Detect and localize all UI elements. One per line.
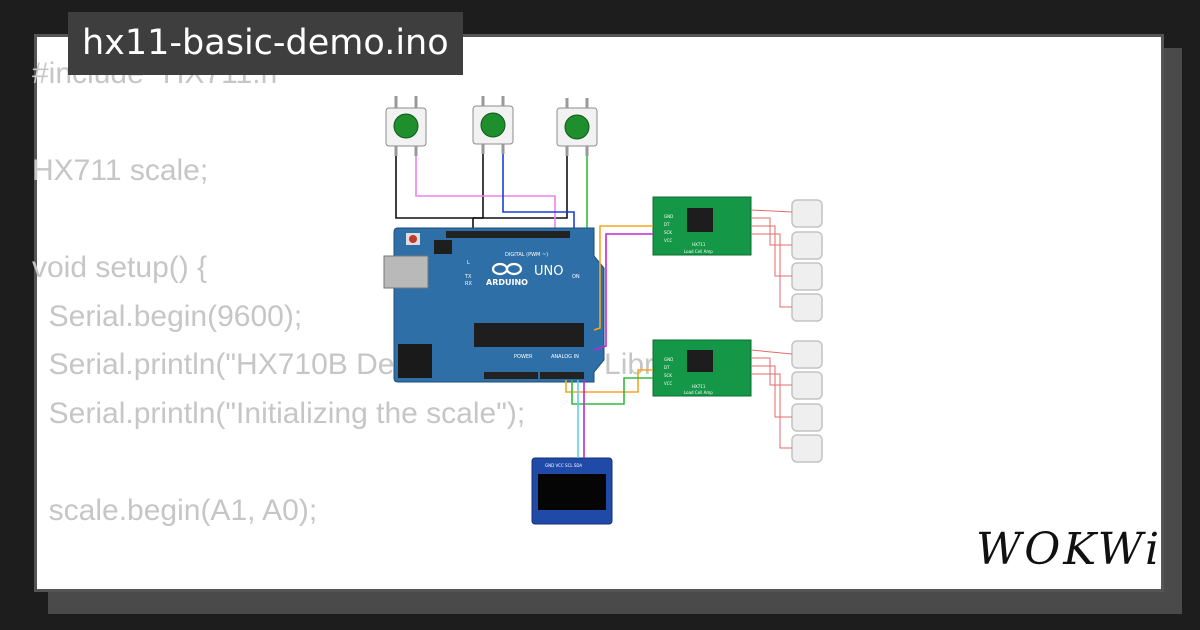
hx711-module-2[interactable]: GND DT SCK VCC HX711 Load Cell Amp xyxy=(652,339,752,397)
load-cells[interactable] xyxy=(791,199,823,463)
hx711-module-1[interactable]: GND DT SCK VCC HX711 Load Cell Amp xyxy=(652,196,752,256)
code-line: Serial.println("Initializing the scale")… xyxy=(32,396,526,430)
pushbutton-3[interactable] xyxy=(556,98,598,156)
svg-text:Load Cell Amp: Load Cell Amp xyxy=(684,249,713,254)
code-line: HX711 scale; xyxy=(32,154,209,187)
tx-label: TX xyxy=(464,274,472,280)
svg-text:SCK: SCK xyxy=(664,373,672,378)
svg-text:VCC: VCC xyxy=(664,238,673,243)
power-label: POWER xyxy=(514,354,533,360)
atmega-chip xyxy=(474,323,584,347)
arduino-brand: ARDUINO xyxy=(486,278,528,287)
wokwi-logo: WOKWi xyxy=(976,524,1163,575)
pushbutton-2[interactable] xyxy=(472,96,514,154)
arduino-uno[interactable]: DIGITAL (PWM ~) UNO ARDUINO ON TX RX L P… xyxy=(383,227,605,383)
on-label: ON xyxy=(572,274,580,280)
svg-text:GND: GND xyxy=(664,357,673,362)
analog-label: ANALOG IN xyxy=(551,354,579,360)
load-cell-wires xyxy=(750,209,793,449)
project-title: hx11-basic-demo.ino xyxy=(68,12,463,75)
svg-text:HX711: HX711 xyxy=(692,242,706,247)
digital-label: DIGITAL (PWM ~) xyxy=(505,252,548,258)
svg-text:VCC: VCC xyxy=(664,381,673,386)
code-line: scale.begin(A1, A0); xyxy=(32,493,318,527)
svg-text:GND VCC SCL SDA: GND VCC SCL SDA xyxy=(545,463,582,468)
oled-display[interactable]: GND VCC SCL SDA xyxy=(531,457,613,525)
arduino-infinity-icon xyxy=(491,262,523,276)
uno-label: UNO xyxy=(534,264,563,279)
code-line: void setup() { xyxy=(32,251,208,284)
rx-label: RX xyxy=(465,281,472,287)
usb-port xyxy=(383,255,429,289)
svg-text:SCK: SCK xyxy=(664,230,672,235)
button-wires xyxy=(395,154,588,238)
power-header xyxy=(484,372,538,379)
svg-text:DT: DT xyxy=(664,222,670,227)
svg-text:GND: GND xyxy=(664,214,673,219)
svg-text:DT: DT xyxy=(664,365,670,370)
l-label: L xyxy=(467,260,470,266)
svg-text:Load Cell Amp: Load Cell Amp xyxy=(684,390,713,395)
svg-text:HX711: HX711 xyxy=(692,384,706,389)
power-jack xyxy=(398,344,432,378)
code-line: Serial.begin(9600); xyxy=(32,299,303,333)
analog-header xyxy=(540,372,584,379)
pushbutton-1[interactable] xyxy=(385,96,427,156)
signal-wires xyxy=(565,225,653,458)
digital-header xyxy=(446,231,570,238)
